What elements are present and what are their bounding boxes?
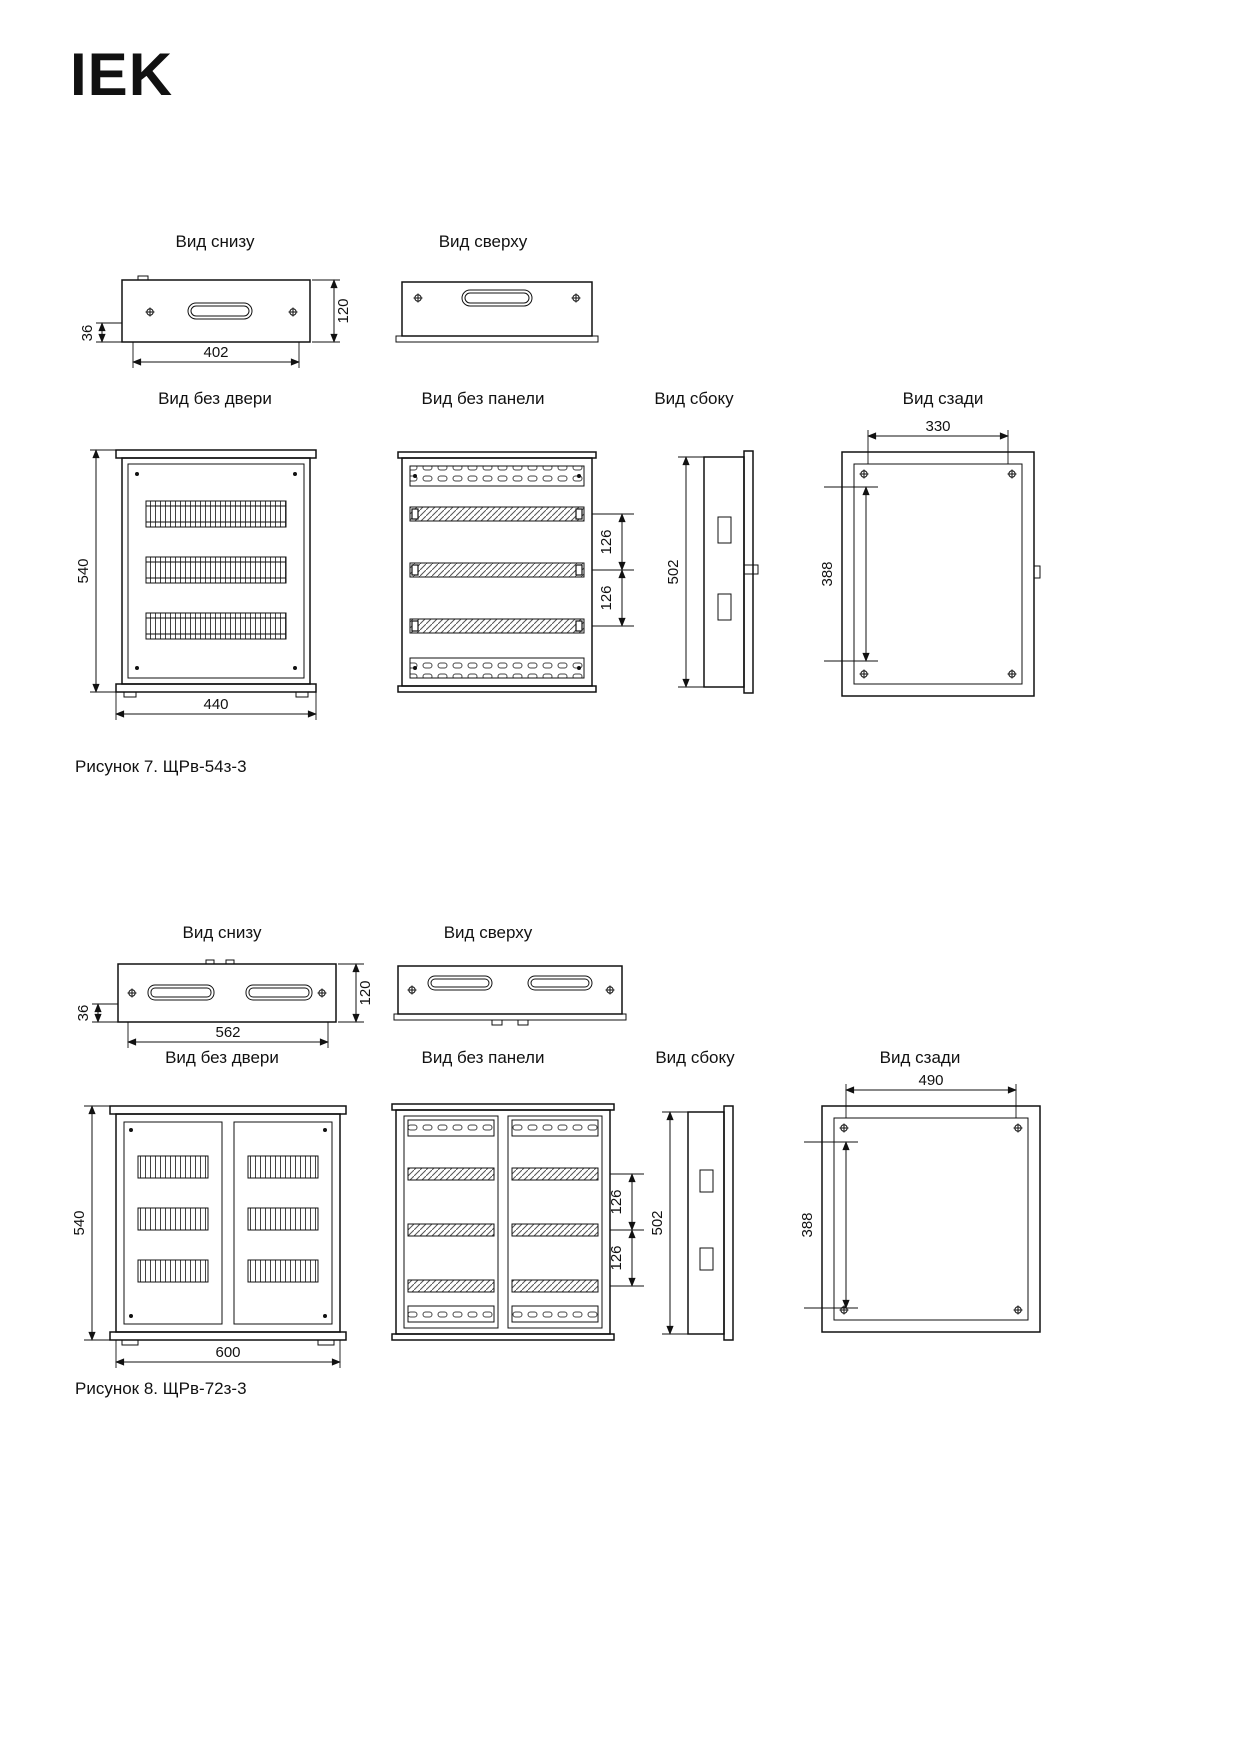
fig7-dim-bottom-depth: 120: [335, 298, 352, 323]
fig7-dim-bottom-height: 36: [79, 325, 96, 342]
fig7-dim-rail-pitch-2: 126: [598, 585, 615, 610]
fig7-dim-bottom-width: 402: [203, 344, 228, 361]
fig7-dim-front-width: 440: [203, 696, 228, 713]
fig7-front-view: 540 440: [75, 449, 317, 720]
fig8-top-view: [393, 965, 627, 1026]
fig7-bottom-view: 120 36 402: [79, 275, 352, 368]
fig7-rear-view: 330 388: [819, 418, 1041, 697]
fig8-rear-view-label: Вид сзади: [880, 1048, 961, 1067]
fig7-dim-side-height: 502: [665, 559, 682, 584]
fig8-dim-bottom-width: 562: [215, 1024, 240, 1041]
fig8-bottom-view: 36 120 562: [75, 959, 374, 1048]
fig8-front-view-label: Вид без двери: [165, 1048, 279, 1067]
fig8-dim-rail-pitch-1: 126: [608, 1189, 625, 1214]
fig7-bottom-view-label: Вид снизу: [176, 232, 255, 251]
fig8-dim-side-height: 502: [649, 1210, 666, 1235]
fig7-dim-rear-width: 330: [925, 418, 950, 435]
fig8-dim-rear-height: 388: [799, 1212, 816, 1237]
fig8-dim-front-height: 540: [71, 1210, 88, 1235]
fig7-dim-rear-height: 388: [819, 561, 836, 586]
fig8-side-view-label: Вид сбоку: [655, 1048, 735, 1067]
fig8-dim-rail-pitch-2: 126: [608, 1245, 625, 1270]
fig7-panel-view: 126 126: [397, 451, 634, 693]
fig7-top-view-label: Вид сверху: [439, 232, 528, 251]
fig7-panel-view-label: Вид без панели: [422, 389, 545, 408]
fig8-panel-view: 126 126: [391, 1103, 644, 1341]
fig8-caption: Рисунок 8. ЩРв-72з-3: [75, 1379, 247, 1398]
figure-7: Вид снизу Вид сверху Вид без двери Вид б…: [75, 232, 1041, 776]
iek-logo: IEK: [70, 41, 174, 108]
fig7-rear-view-label: Вид сзади: [903, 389, 984, 408]
figure-8: Вид снизу Вид сверху Вид без двери Вид б…: [71, 923, 1041, 1398]
fig8-front-view: 540 600: [71, 1105, 347, 1368]
fig8-dim-bottom-height: 36: [75, 1005, 92, 1022]
fig8-dim-rear-width: 490: [918, 1072, 943, 1089]
fig8-dim-front-width: 600: [215, 1344, 240, 1361]
fig7-front-view-label: Вид без двери: [158, 389, 272, 408]
fig7-top-view: [395, 281, 599, 343]
fig8-rear-view: 490 388: [799, 1072, 1041, 1333]
fig8-dim-bottom-depth: 120: [357, 980, 374, 1005]
fig8-top-view-label: Вид сверху: [444, 923, 533, 942]
fig7-side-view-label: Вид сбоку: [654, 389, 734, 408]
fig8-bottom-view-label: Вид снизу: [183, 923, 262, 942]
fig7-dim-front-height: 540: [75, 558, 92, 583]
fig8-side-view: 502: [649, 1105, 734, 1341]
fig8-panel-view-label: Вид без панели: [422, 1048, 545, 1067]
fig7-side-view: 502: [665, 450, 759, 694]
fig7-dim-rail-pitch-1: 126: [598, 529, 615, 554]
fig7-caption: Рисунок 7. ЩРв-54з-3: [75, 757, 247, 776]
